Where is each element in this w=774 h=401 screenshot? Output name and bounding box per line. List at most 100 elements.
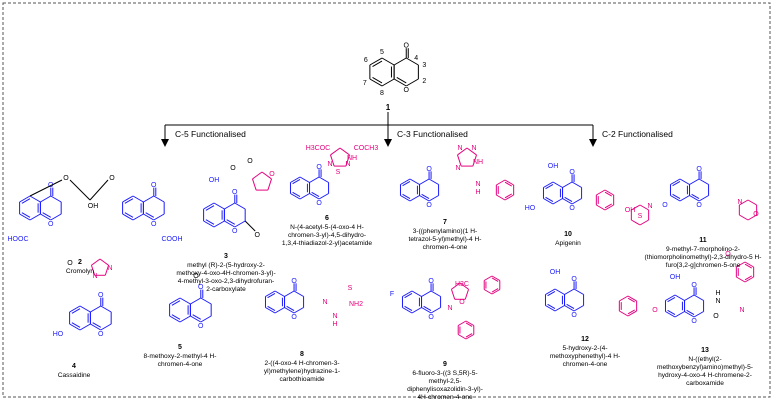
ring-oxygen: O (291, 314, 297, 321)
compound-number: 12 (581, 336, 589, 343)
morpholine-n: N (737, 199, 742, 206)
compound-label-11: 11 9-methyl-7-morpholino-2-(thiomorpholin… (645, 237, 762, 269)
bond (451, 282, 461, 290)
position-4: 4 (414, 55, 418, 62)
compound-name-line: chromen-3-yl)-4,5-dihydro- (288, 232, 366, 239)
bond (554, 305, 565, 312)
carbonyl-oxygen: O (569, 169, 575, 176)
bond (90, 305, 102, 313)
furan-o: O (269, 171, 275, 178)
carbonyl-oxygen: O (151, 182, 157, 189)
bond (330, 154, 335, 167)
ether-o: O (63, 175, 69, 182)
ring-oxygen: O (48, 221, 54, 228)
bond (604, 191, 613, 197)
bond (411, 307, 422, 314)
compound-number: 11 (699, 237, 707, 244)
bond (369, 78, 383, 87)
bond (293, 290, 304, 297)
bond (122, 195, 134, 203)
position-7: 7 (363, 80, 367, 87)
bond (234, 220, 246, 228)
bond (627, 295, 637, 302)
ether-o: O (109, 175, 115, 182)
bond (421, 307, 432, 314)
bond (457, 334, 467, 340)
bond (545, 305, 556, 312)
bond (496, 179, 506, 186)
bond (547, 303, 556, 310)
bond (457, 154, 462, 167)
bond (405, 78, 419, 87)
bond (91, 258, 101, 266)
compound-name-line: carboxamide (686, 380, 724, 387)
bond (369, 57, 383, 66)
position-3: 3 (422, 62, 426, 69)
bond (566, 303, 575, 310)
compound-name-line: diphenylisoxazolidin-3-yl)- (407, 386, 483, 393)
bond (450, 289, 456, 300)
compound-name-line: 9-methyl-7-morpholino-2- (666, 246, 740, 253)
hydroxyl: OH (550, 269, 561, 276)
bond (496, 194, 506, 201)
ring-oxygen: O (198, 323, 204, 330)
bond (171, 300, 181, 306)
bond (381, 78, 395, 87)
compound-number: 9 (443, 361, 447, 368)
ring-oxygen: O (404, 87, 410, 94)
bond (69, 323, 81, 331)
carbonyl-oxygen: O (404, 43, 410, 50)
hydroxyl: OH (209, 177, 220, 184)
bond (213, 220, 225, 228)
tetrazole-nh: NH (473, 159, 483, 166)
bond (299, 176, 310, 183)
ring-oxygen: O (232, 228, 238, 235)
bond (466, 147, 477, 156)
compound-name-line: 2-((4-oxo-4 H-chromen-3- (264, 360, 339, 367)
carbonyl-oxygen: O (232, 189, 238, 196)
compound-name-line: 6-fluoro-3-((3 S,5R)-5- (412, 370, 477, 377)
bond (491, 288, 499, 293)
bond (564, 196, 573, 203)
bond (169, 297, 181, 305)
bond (69, 305, 81, 313)
bond (318, 193, 329, 200)
thiomorpholine-s: S (638, 213, 643, 220)
compound-2-structure: OOOOHOOCCOOHOOHO (8, 175, 183, 243)
bond (284, 307, 295, 314)
bond (99, 258, 109, 266)
bond (400, 178, 411, 185)
bond (504, 179, 514, 186)
tetrazole-n: N (457, 145, 462, 152)
compound-name-line: (thiomorpholinomethyl)-2,3-dihydro-5 H- (645, 254, 762, 261)
bond (252, 171, 263, 180)
compound-name-line: carbothioamide (279, 376, 324, 383)
bond (402, 193, 411, 200)
compound-name-line: methyl-2,5- (429, 378, 462, 385)
carbonyl-oxygen: O (316, 164, 322, 171)
ketone-o: O (67, 260, 73, 267)
compound-label-9: 9 6-fluoro-3-((3 S,5R)-5-methyl-2,5-diphe… (407, 361, 483, 401)
bond (234, 202, 246, 210)
bond (42, 212, 52, 218)
compound-number: 2 (78, 259, 82, 266)
bond (169, 315, 181, 323)
bond (100, 323, 112, 331)
bond (153, 213, 165, 221)
bond (736, 276, 746, 283)
bond (124, 198, 134, 204)
hydroxyl: OH (548, 163, 559, 170)
bond (213, 202, 225, 210)
bond (491, 277, 499, 282)
compound-number: 10 (564, 231, 572, 238)
bond (689, 178, 700, 185)
bond (545, 288, 556, 295)
methoxy-o: O (725, 251, 731, 258)
